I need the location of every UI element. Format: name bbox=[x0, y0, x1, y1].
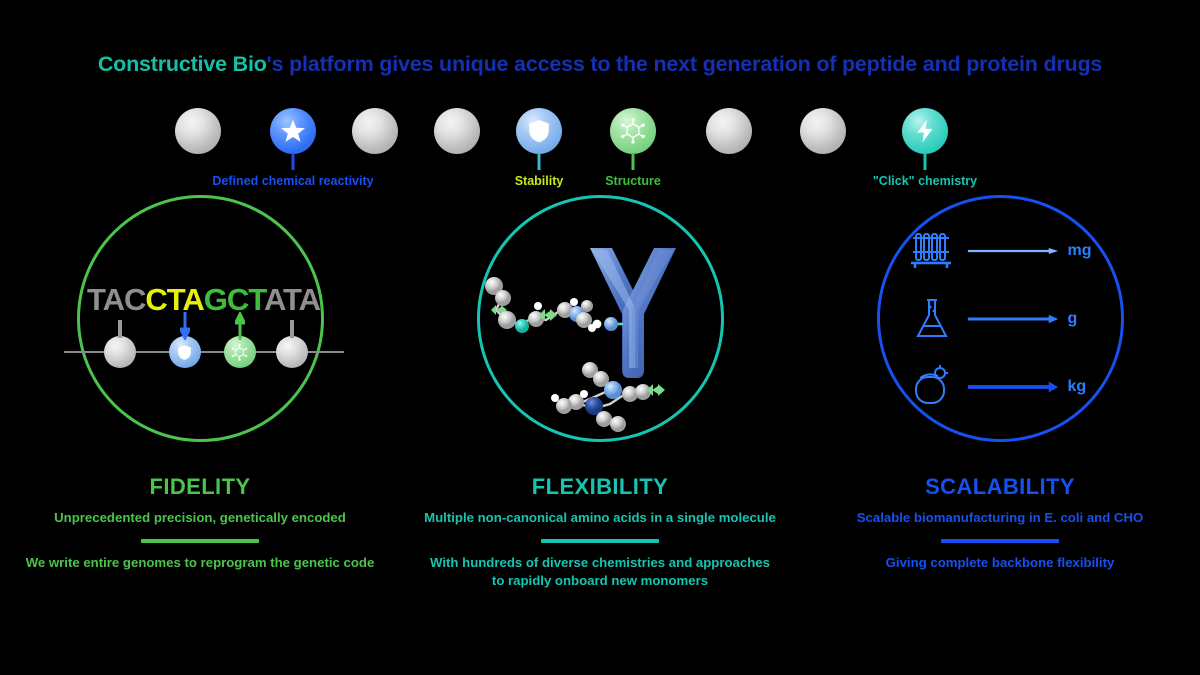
residue-2 bbox=[168, 312, 201, 368]
scale-row-3: kg bbox=[906, 364, 1102, 410]
node-stem bbox=[291, 153, 295, 170]
scale-unit-g: g bbox=[1067, 310, 1078, 327]
sphere-gray-icon bbox=[800, 108, 846, 154]
feature-icon-strip: Defined chemical reactivity Stability Stru… bbox=[0, 108, 1200, 203]
residue-connector bbox=[289, 320, 294, 338]
flexibility-subtitle: Multiple non-canonical amino acids in a … bbox=[424, 510, 776, 525]
sphere-gray-icon bbox=[434, 108, 480, 154]
bioreactor-icon bbox=[906, 364, 958, 410]
feature-node-5: Stability bbox=[515, 108, 563, 188]
node-stem bbox=[537, 153, 541, 170]
column-fidelity: TACCTAGCTATA FIDELITY Unprecedented prec… bbox=[0, 195, 400, 572]
scalability-divider bbox=[941, 539, 1059, 544]
residue-connector bbox=[232, 310, 247, 340]
sphere-gray-icon bbox=[352, 108, 398, 154]
dna-sequence-illustration: TACCTAGCTATA bbox=[63, 282, 344, 377]
molecule-glyph-icon bbox=[231, 343, 248, 361]
scale-arrow-1 bbox=[966, 240, 1060, 262]
sphere-bolt-icon bbox=[902, 108, 948, 154]
page-title: Constructive Bio's platform gives unique… bbox=[0, 52, 1200, 77]
fidelity-divider bbox=[141, 539, 259, 544]
scale-row-2: g bbox=[906, 296, 1102, 342]
dna-codon-4: ATA bbox=[263, 282, 321, 317]
dna-codon-1: TAC bbox=[86, 282, 146, 317]
flexibility-heading: FLEXIBILITY bbox=[531, 474, 669, 499]
sphere-star-icon bbox=[270, 108, 316, 154]
scale-arrow-3 bbox=[966, 376, 1060, 398]
node-stem bbox=[923, 153, 927, 170]
star-glyph-icon bbox=[280, 118, 306, 144]
residue-connector bbox=[177, 312, 192, 342]
scalability-detail: Giving complete backbone flexibility bbox=[885, 555, 1115, 571]
residue-4 bbox=[275, 320, 308, 368]
feature-node-6: Structure bbox=[605, 108, 661, 188]
sphere-gray-icon bbox=[175, 108, 221, 154]
flexibility-divider bbox=[541, 539, 659, 544]
residue-sphere-green bbox=[223, 336, 256, 368]
fidelity-illustration-ring: TACCTAGCTATA bbox=[63, 195, 344, 442]
node-stem bbox=[631, 153, 635, 170]
test-tube-rack-icon bbox=[906, 228, 958, 274]
column-flexibility: FLEXIBILITY Multiple non-canonical amino… bbox=[400, 195, 800, 591]
scalability-illustration-ring: mg g kg bbox=[876, 195, 1124, 442]
bolt-glyph-icon bbox=[912, 118, 938, 144]
scale-row-1: mg bbox=[906, 228, 1102, 274]
shield-glyph-icon bbox=[526, 118, 552, 144]
dna-codon-2: CTA bbox=[145, 282, 204, 317]
flexibility-detail: With hundreds of diverse chemistries and… bbox=[430, 555, 770, 589]
fidelity-subtitle: Unprecedented precision, genetically enc… bbox=[54, 510, 346, 525]
residue-sphere-blue bbox=[168, 336, 201, 368]
feature-node-2: Defined chemical reactivity bbox=[212, 108, 374, 188]
feature-label-2: Defined chemical reactivity bbox=[212, 174, 374, 188]
scale-unit-mg: mg bbox=[1067, 242, 1092, 259]
dna-sequence-text: TACCTAGCTATA bbox=[64, 282, 344, 318]
sphere-shield-icon bbox=[516, 108, 562, 154]
shield-glyph-icon bbox=[176, 344, 193, 361]
residue-sphere-gray bbox=[275, 336, 308, 368]
dna-codon-3: GCT bbox=[203, 282, 265, 317]
feature-node-4 bbox=[434, 108, 480, 154]
sphere-gray-icon bbox=[706, 108, 752, 154]
column-scalability: mg g kg SCALABILITY Scalable biomanufactur… bbox=[800, 195, 1200, 572]
feature-label-5: Stability bbox=[514, 174, 564, 188]
peptide-backbone-line bbox=[63, 351, 344, 353]
feature-node-9: "Click" chemistry bbox=[873, 108, 977, 188]
fidelity-detail: We write entire genomes to reprogram the… bbox=[25, 555, 375, 571]
antibody-molecule-illustration bbox=[480, 198, 721, 439]
flexibility-illustration-ring bbox=[476, 195, 724, 442]
flask-icon bbox=[906, 296, 958, 342]
fidelity-heading: FIDELITY bbox=[149, 474, 251, 499]
scalability-subtitle: Scalable biomanufacturing in E. coli and… bbox=[856, 510, 1144, 525]
headline-rest: 's platform gives unique access to the n… bbox=[266, 52, 1103, 76]
residue-3 bbox=[223, 310, 256, 368]
scalability-heading: SCALABILITY bbox=[925, 474, 1075, 499]
feature-node-3 bbox=[352, 108, 398, 154]
feature-label-6: Structure bbox=[605, 174, 661, 188]
feature-label-9: "Click" chemistry bbox=[872, 174, 978, 188]
feature-node-7 bbox=[706, 108, 752, 154]
brand-name: Constructive Bio bbox=[97, 52, 267, 76]
residue-1 bbox=[103, 320, 136, 368]
sphere-molecule-icon bbox=[610, 108, 656, 154]
scale-arrow-2 bbox=[966, 308, 1060, 330]
feature-node-8 bbox=[800, 108, 846, 154]
residue-sphere-gray bbox=[103, 336, 136, 368]
feature-node-1 bbox=[175, 108, 221, 154]
residue-connector bbox=[117, 320, 122, 338]
scale-unit-kg: kg bbox=[1067, 378, 1087, 395]
molecule-glyph-icon bbox=[620, 118, 646, 144]
